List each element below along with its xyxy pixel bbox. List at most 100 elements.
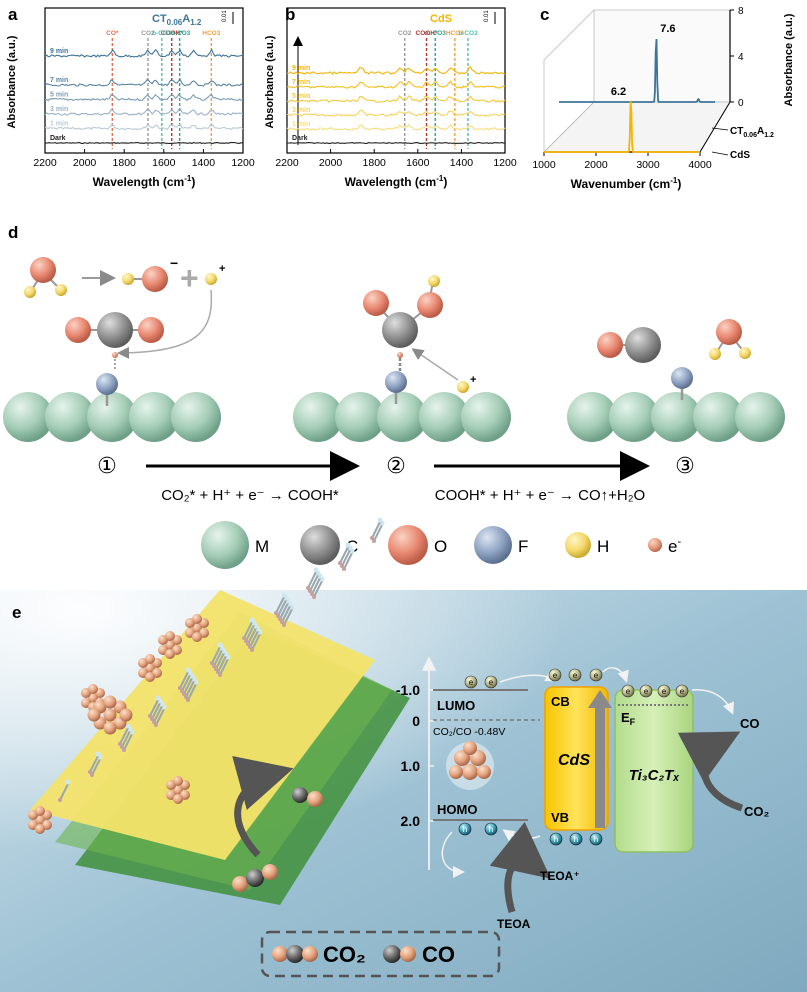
cds-cluster-atom <box>173 776 183 786</box>
hole-label: h <box>554 835 558 844</box>
electron <box>657 684 671 698</box>
series-label: 9 min <box>50 48 68 55</box>
legend-co-label: CO <box>422 942 455 967</box>
ligand-chain <box>247 627 257 645</box>
oxygen-atom <box>138 317 164 343</box>
cds-cluster-atom <box>103 708 117 722</box>
panel-c-xlabel: Wavenumber (cm-1) <box>571 176 682 191</box>
legend-co-icon <box>383 945 416 963</box>
cds-cluster-atom <box>88 693 98 703</box>
panel-c-depth-axis <box>699 101 731 153</box>
series-label: 3 min <box>292 107 310 114</box>
electron <box>397 352 403 358</box>
ligand-bead <box>58 798 62 802</box>
series-label: 7 min <box>50 77 68 84</box>
x-tick-label: 1800 <box>113 157 137 169</box>
series-label: 1 min <box>292 121 310 128</box>
oxygen-atom <box>142 266 168 292</box>
panel-a-scale-label: 0.01 <box>222 10 228 22</box>
legend-atom-label: e- <box>668 536 681 556</box>
carbon-atom <box>97 312 133 348</box>
electron-label: e <box>680 687 685 696</box>
ligand-bead <box>281 592 287 598</box>
series-line <box>286 94 506 103</box>
ligand-chain <box>179 671 189 689</box>
hydrogen-atom <box>709 348 721 360</box>
ligand-chain <box>181 674 191 692</box>
ligand-bead <box>274 611 278 615</box>
fluorine-atom <box>96 373 118 395</box>
hydroxide-ion: − <box>122 255 178 292</box>
ligand-chain <box>307 571 317 589</box>
ligand-bead <box>242 636 246 640</box>
vb-label: VB <box>551 810 569 825</box>
hole-label: h <box>594 835 598 844</box>
panel-c-series: 7.66.2 <box>544 23 715 153</box>
cds-label: CdS <box>558 752 590 769</box>
hydrogen-atom <box>55 284 67 296</box>
electron-label: e <box>553 671 558 680</box>
oxygen-atom <box>363 290 389 316</box>
panel-a-xlabel: Wavelength (cm-1) <box>93 174 196 189</box>
series-label: 5 min <box>292 93 310 100</box>
panel-b-sample-label: CdS <box>430 13 452 25</box>
series-label: 5 min <box>50 92 68 99</box>
ligand-chains <box>58 517 385 802</box>
panel-b-xlabel: Wavelength (cm-1) <box>345 174 448 189</box>
panel-e-label: e <box>12 603 21 622</box>
mxene-to-co-arrow <box>691 689 734 715</box>
ligand-chain <box>211 646 221 664</box>
ligand-bead <box>95 751 101 757</box>
ligand-bead <box>345 542 351 548</box>
cds-cluster-atom <box>103 695 117 709</box>
equation-2: COOH* + H⁺ + e⁻ → CO↑+H₂O <box>435 487 645 504</box>
carbon-atom <box>382 312 418 348</box>
cds-cluster-atom <box>87 708 101 722</box>
panel-d-label: d <box>8 223 18 242</box>
legend-atom-label: F <box>518 537 528 556</box>
step-1-label: ① <box>97 453 117 478</box>
ligand-bead <box>377 517 383 523</box>
series-line <box>44 78 244 87</box>
panel-c-floor <box>543 101 731 153</box>
ligand-chain <box>183 677 193 695</box>
ligand-bead <box>125 723 131 729</box>
ligand-bead <box>338 561 342 565</box>
homo-label: HOMO <box>437 802 477 817</box>
molecule-legend-box <box>260 930 501 978</box>
proton-charge: + <box>219 263 225 275</box>
x-tick-label: 1200 <box>231 157 255 169</box>
ligand-bead <box>246 642 250 646</box>
x-tick-label: 1000 <box>532 159 556 171</box>
teoa-plus-label: TEOA⁺ <box>540 869 580 883</box>
ligand-bead <box>122 748 126 752</box>
legend-atom-label: O <box>434 537 447 556</box>
ligand-bead <box>180 689 184 693</box>
step-3-label: ③ <box>675 453 695 478</box>
cds-cluster-atom <box>88 684 98 694</box>
electron <box>112 352 118 358</box>
ligand-chain <box>217 655 227 673</box>
band-marker-label: CO2 <box>141 30 155 37</box>
co2-reactant-label: CO₂ <box>744 804 770 819</box>
ligand-bead <box>148 714 152 718</box>
cooh-molecule <box>363 275 443 372</box>
teoa-label: TEOA <box>497 917 531 931</box>
ligand-chain <box>149 699 159 717</box>
hole-label: h <box>574 835 578 844</box>
band-marker-label: COOH* <box>161 30 184 37</box>
metal-atom <box>609 392 659 442</box>
ligand-chain <box>249 630 259 648</box>
mxene-label: Ti₃C₂Tₓ <box>629 767 680 784</box>
band-marker-label: m-CO3 <box>169 30 191 37</box>
ligand-bead <box>276 614 280 618</box>
series-line <box>44 123 244 131</box>
cb-electrons: e e e <box>548 668 603 682</box>
band-marker-label: HCO3 <box>202 30 220 37</box>
panel-a-sample-label: CT0.06A1.2 <box>152 13 202 27</box>
ligand-chain <box>123 733 133 751</box>
